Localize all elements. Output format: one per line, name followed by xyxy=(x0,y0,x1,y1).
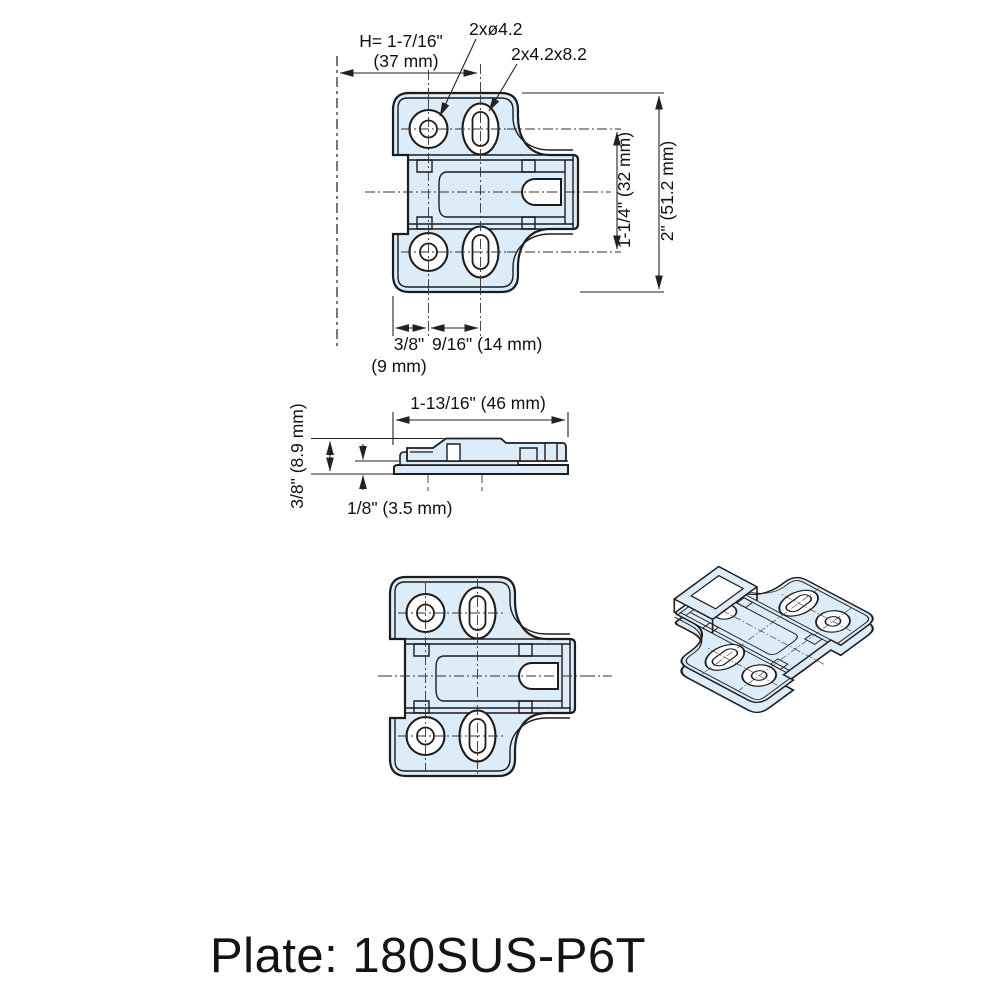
dim-length: 1-13/16" (46 mm) xyxy=(392,393,569,445)
plan-view xyxy=(378,577,612,776)
callout-oblong-holes-label: 2x4.2x8.2 xyxy=(511,44,587,64)
iso-plate-face xyxy=(629,549,883,708)
dim-bottom: 3/8" (9 mm) 9/16" (14 mm) xyxy=(371,296,542,376)
centerline-extensions xyxy=(365,64,621,336)
dim-hole-span-label: 1-1/4" (32 mm) xyxy=(614,132,634,248)
dim-hole-spacing-label: 9/16" (14 mm) xyxy=(432,334,542,354)
plate-side-profile-drawing xyxy=(393,437,569,475)
callout-round-holes: 2xø4.2 xyxy=(439,19,523,117)
dim-overall-height-label: 2" (51.2 mm) xyxy=(657,141,677,242)
callout-round-holes-label: 2xø4.2 xyxy=(469,19,523,39)
dim-length-label: 1-13/16" (46 mm) xyxy=(410,393,546,413)
dim-base-thickness: 1/8" (3.5 mm) xyxy=(347,444,452,518)
dim-height-label: 3/8" (8.9 mm) xyxy=(287,403,307,508)
side-view: 1-13/16" (46 mm) 3/8" (8.9 mm) 1/8" (3.5… xyxy=(287,393,569,518)
dim-overall-height: 2" (51.2 mm) xyxy=(522,92,677,293)
dim-height: 3/8" (8.9 mm) xyxy=(287,403,444,509)
iso-view xyxy=(617,547,885,717)
dim-H-label-mm: (37 mm) xyxy=(373,51,438,71)
dim-H: H= 1-7/16" (37 mm) xyxy=(339,31,478,77)
product-code-label: Plate: 180SUS-P6T xyxy=(210,929,647,983)
dim-base-thickness-label: 1/8" (3.5 mm) xyxy=(347,498,452,518)
iso-slot-housing xyxy=(672,565,759,634)
top-view: H= 1-7/16" (37 mm) 2xø4.2 2x4.2x8.2 1-1/… xyxy=(336,19,677,376)
callout-oblong-holes: 2x4.2x8.2 xyxy=(488,44,587,112)
dim-hole-span: 1-1/4" (32 mm) xyxy=(613,131,634,250)
plate-top-view-drawing xyxy=(385,93,589,292)
plate-plan-view-drawing xyxy=(382,577,586,776)
dim-edge-to-hole-label: 3/8" xyxy=(394,334,425,354)
dim-edge-to-hole-mm-label: (9 mm) xyxy=(371,356,426,376)
dim-H-label: H= 1-7/16" xyxy=(359,31,443,51)
